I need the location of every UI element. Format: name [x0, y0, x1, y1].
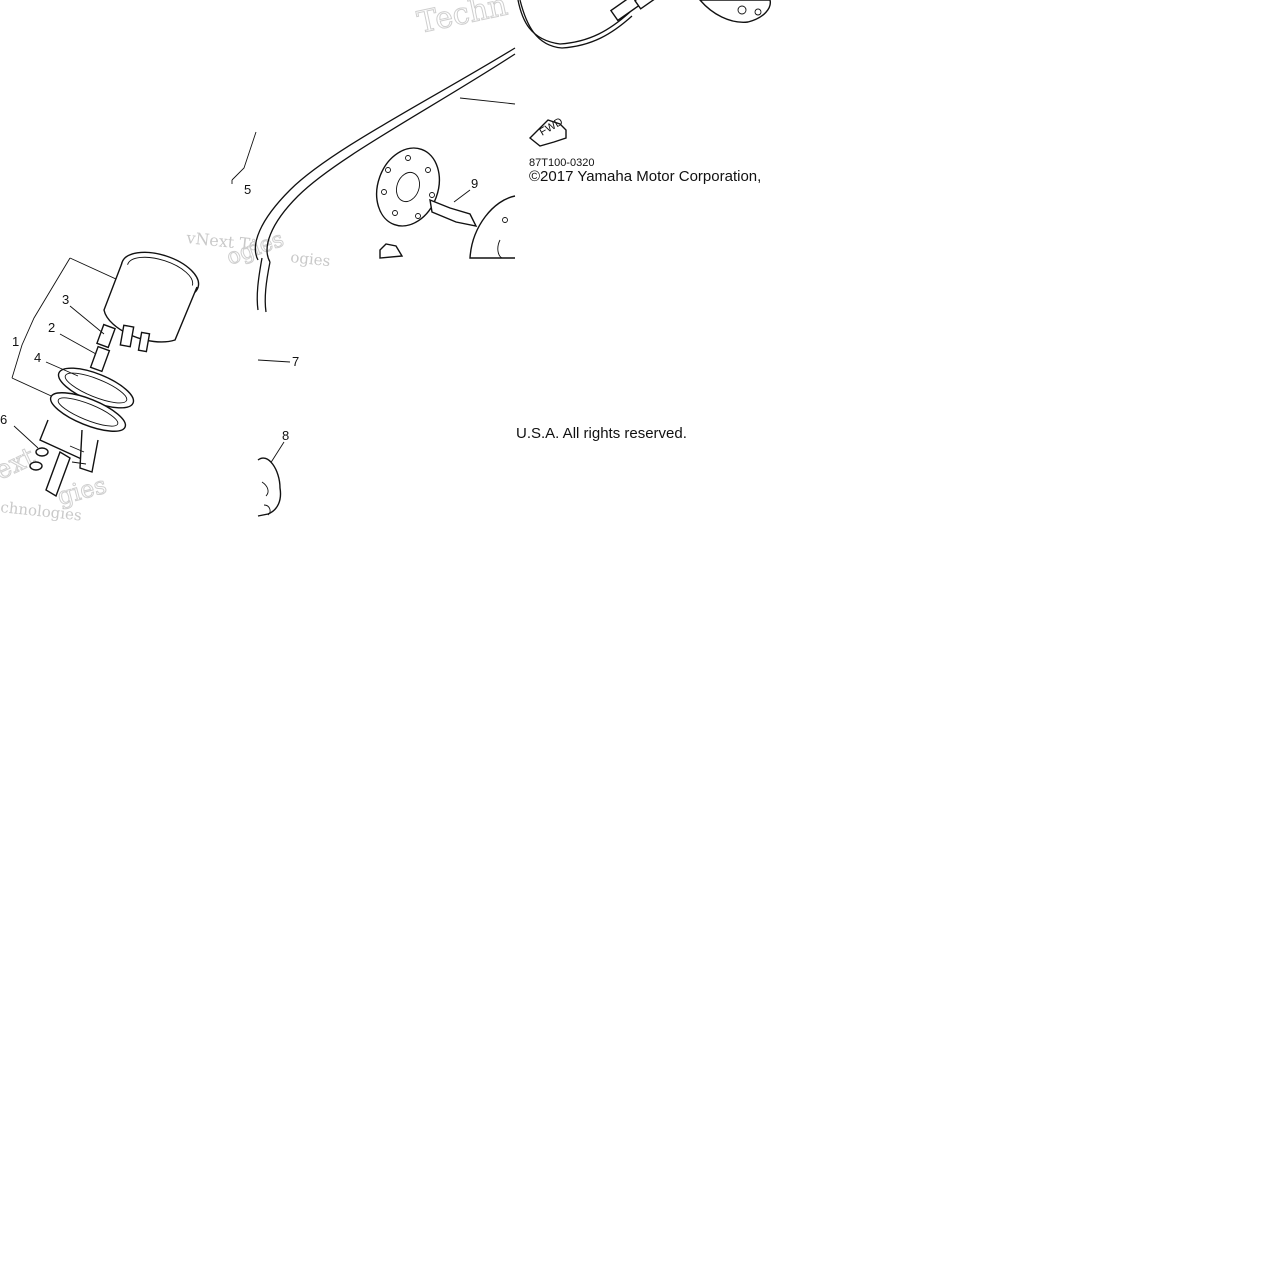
copyright-line-1: ©2017 Yamaha Motor Corporation,: [529, 168, 761, 185]
leader-lines: [13, 189, 471, 465]
item-5-wire: [231, 131, 257, 184]
callout-1: 1: [12, 334, 19, 349]
speedometer-cable-long: [254, 47, 516, 313]
callout-6: 6: [0, 412, 7, 427]
wheel-hub: [375, 147, 516, 259]
copyright-line-2: U.S.A. All rights reserved.: [516, 425, 687, 442]
speedometer-gauge: [11, 251, 200, 498]
callout-4: 4: [34, 350, 41, 365]
callout-7: 7: [292, 354, 299, 369]
callout-2: 2: [48, 320, 55, 335]
callout-8: 8: [282, 428, 289, 443]
speedometer-cable-top: [517, 0, 771, 49]
callout-9: 9: [471, 176, 478, 191]
speedometer-drive-gear: [257, 457, 282, 517]
watermark-mid-tail: ogies: [290, 248, 332, 270]
callout-5: 5: [244, 182, 251, 197]
callout-3: 3: [62, 292, 69, 307]
watermark-top: Techn: [414, 0, 510, 41]
fwd-arrow-icon: FWD: [528, 116, 567, 147]
callouts: 1 2 3 4 5 6 7 8 9: [0, 176, 478, 443]
drawing-code: 87T100-0320: [529, 157, 594, 169]
